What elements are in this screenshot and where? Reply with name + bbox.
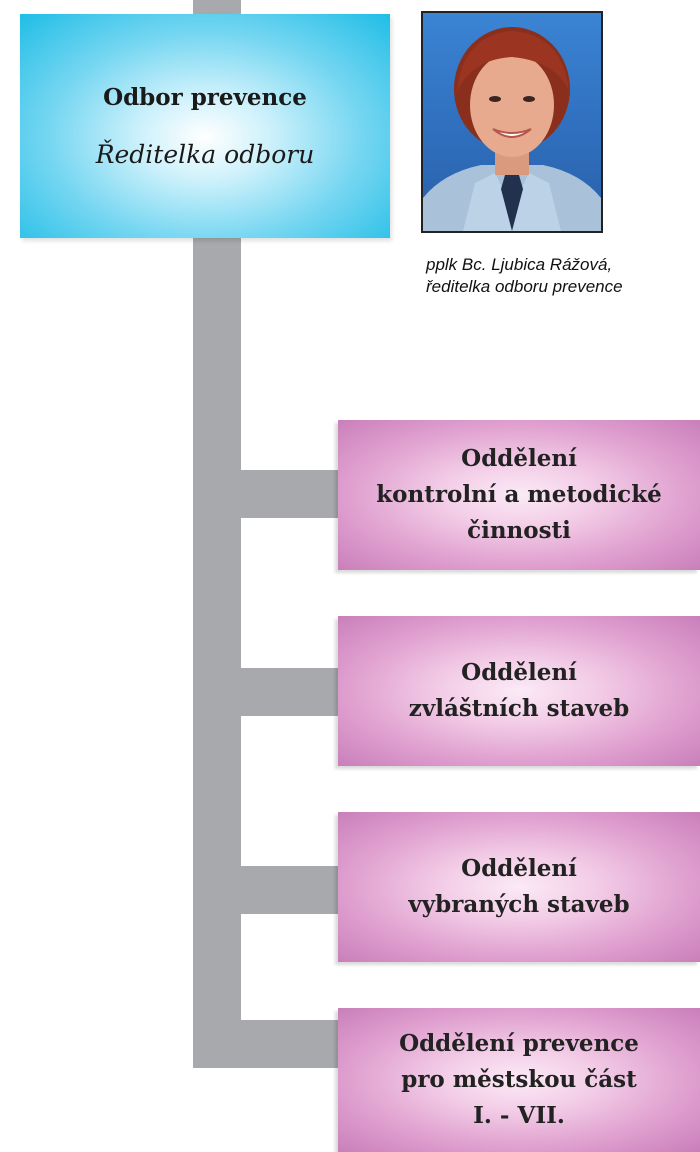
branch-connector-2 xyxy=(241,668,338,716)
department-label: Oddělení kontrolní a metodické činnosti xyxy=(376,445,662,544)
department-label: Oddělení zvláštních staveb xyxy=(408,659,630,722)
department-label: Oddělení vybraných staveb xyxy=(408,855,630,918)
branch-connector-4 xyxy=(241,1020,338,1068)
head-department-box: Odbor prevence Ředitelka odboru xyxy=(20,14,390,238)
branch-connector-1 xyxy=(241,470,338,518)
vertical-trunk xyxy=(193,238,241,1068)
branch-connector-3 xyxy=(241,866,338,914)
department-label: Oddělení prevence pro městskou část I. -… xyxy=(399,1030,639,1129)
department-box-city-district-prevention: Oddělení prevence pro městskou část I. -… xyxy=(338,1008,700,1152)
top-connector xyxy=(193,0,241,14)
head-department-title: Odbor prevence xyxy=(103,84,307,111)
department-box-selected-buildings: Oddělení vybraných staveb xyxy=(338,812,700,962)
photo-caption-name: pplk Bc. Ljubica Rážová, xyxy=(426,255,613,274)
department-box-control-methodology: Oddělení kontrolní a metodické činnosti xyxy=(338,420,700,570)
department-box-special-buildings: Oddělení zvláštních staveb xyxy=(338,616,700,766)
director-portrait-photo xyxy=(421,11,603,233)
head-department-subtitle: Ředitelka odboru xyxy=(95,140,315,169)
portrait-illustration xyxy=(423,27,601,231)
photo-caption-role: ředitelka odboru prevence xyxy=(426,277,623,296)
